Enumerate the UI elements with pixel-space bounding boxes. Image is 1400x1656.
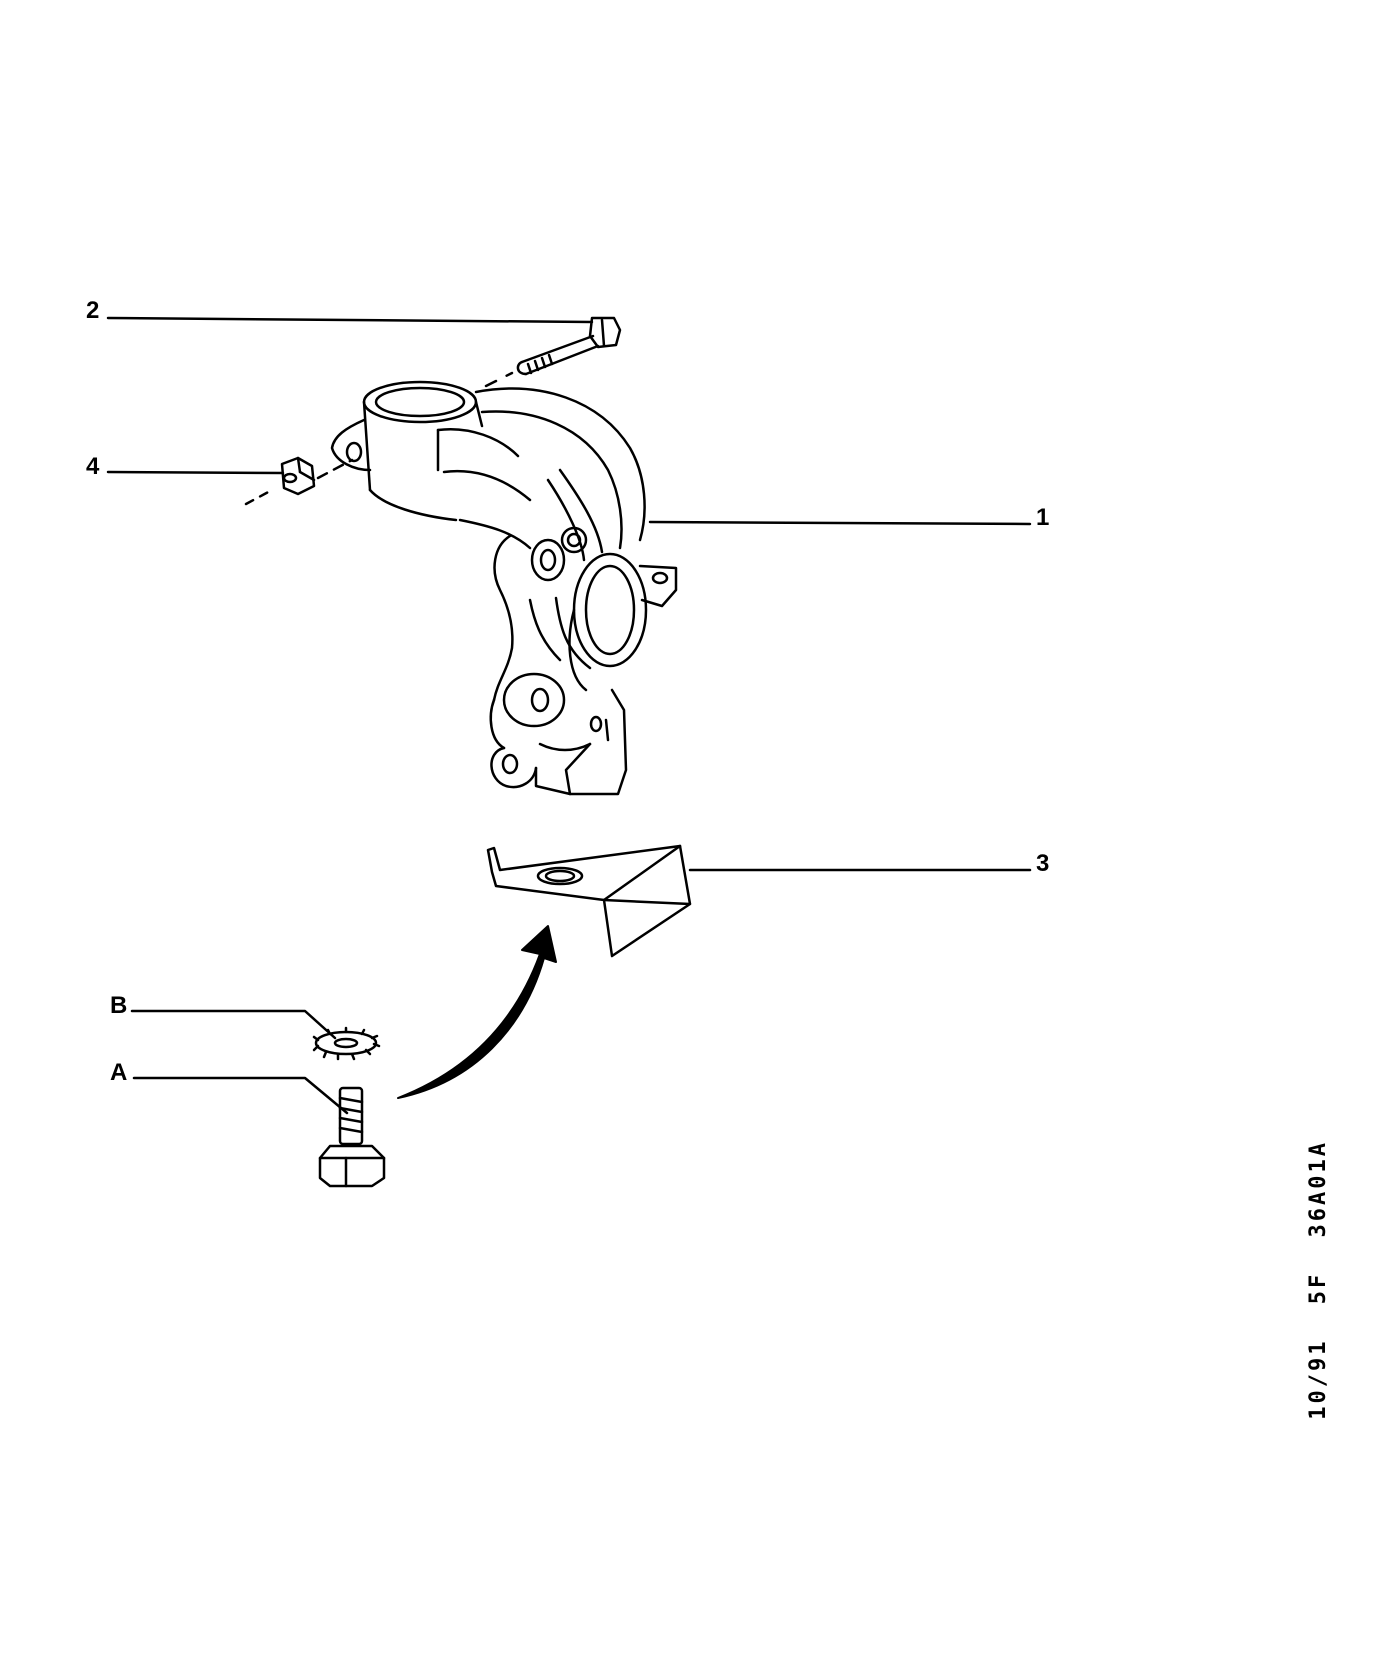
callout-label-A: A [110,1059,128,1086]
leader-lines [106,316,1032,1115]
assembly-arrow [397,925,557,1099]
reference-series: 5F [1306,1271,1331,1305]
leader-line-B [130,1009,337,1040]
leader-line-1 [648,520,1032,526]
leader-line-A [132,1076,349,1115]
callout-label-B: B [110,992,128,1019]
leader-line-4 [106,470,285,475]
callout-label-3: 3 [1036,850,1050,877]
reference-date: 10/91 [1306,1338,1331,1420]
reference-drawing-code: 36A01A [1306,1140,1331,1238]
washer-part-B [312,1026,381,1061]
nut-part-4 [244,456,354,506]
long-bolt-part-2 [484,316,622,388]
callout-label-1: 1 [1036,504,1050,531]
steering-knuckle-part-1 [330,380,678,796]
bolt-part-A [318,1086,386,1188]
callout-label-4: 4 [86,453,100,480]
leader-line-2 [106,316,594,324]
bracket-plate-part-3 [486,844,692,958]
callout-label-2: 2 [86,297,100,324]
drawing-reference-code: 10/91 5F 36A01A [1306,1140,1331,1420]
